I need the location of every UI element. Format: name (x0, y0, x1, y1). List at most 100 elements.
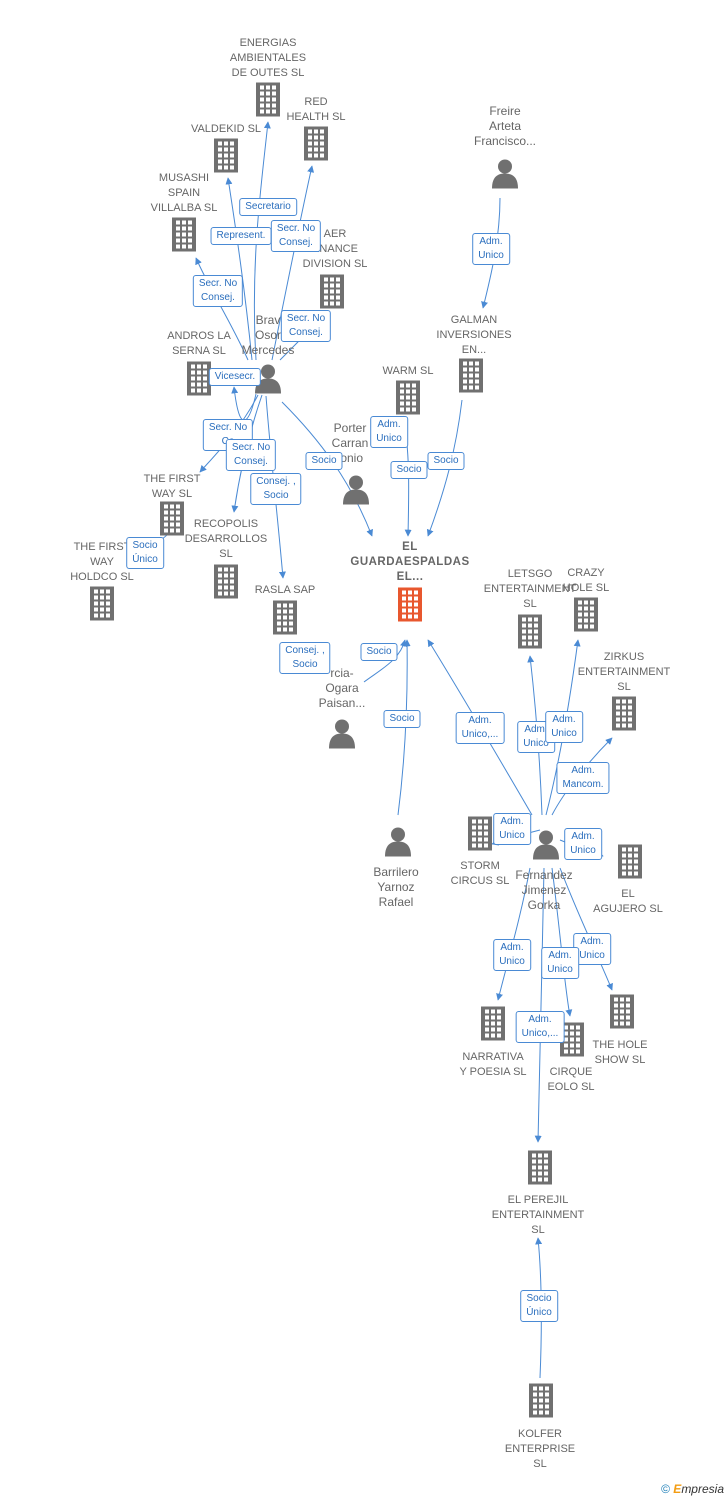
label-line: WAY SL (151, 488, 193, 500)
person-icon[interactable] (254, 364, 282, 399)
company-building-icon[interactable] (186, 361, 212, 401)
relationship-badge[interactable]: Consej. ,Socio (250, 473, 302, 505)
person-icon[interactable] (384, 827, 412, 862)
relationship-badge[interactable]: Vicesecr. (208, 368, 262, 386)
company-building-icon[interactable] (213, 138, 239, 178)
person-icon[interactable] (342, 475, 370, 510)
company-building-icon[interactable] (303, 126, 329, 166)
relationship-badge[interactable]: Adm.Unico (493, 939, 531, 971)
relationship-badge[interactable]: Adm.Unico (493, 813, 531, 845)
relationship-edge (496, 867, 531, 1001)
company-name-label[interactable]: WARM SL (383, 364, 434, 379)
label-line: ENTERTAINMENT (483, 583, 577, 595)
main-company-building-icon[interactable] (397, 587, 423, 627)
relationship-badge[interactable]: Socio (383, 710, 421, 728)
badge-line: Secr. No (208, 422, 248, 433)
relationship-badge[interactable]: Socio (390, 461, 428, 479)
relationship-badge[interactable]: Adm.Unico (370, 416, 408, 448)
company-building-icon[interactable] (159, 501, 185, 541)
relationship-badge[interactable]: Socio (427, 452, 465, 470)
relationship-badge[interactable]: Adm.Unico (541, 947, 579, 979)
label-line: Francisco... (473, 134, 537, 148)
company-building-icon[interactable] (480, 1006, 506, 1046)
company-building-icon[interactable] (611, 696, 637, 736)
relationship-badge[interactable]: Adm.Mancom. (556, 762, 610, 794)
label-line: THE FIRST (143, 473, 201, 485)
relationship-badge[interactable]: Adm.Unico,... (515, 1011, 565, 1043)
person-icon[interactable] (532, 830, 560, 865)
relationship-badge[interactable]: Secretario (239, 198, 297, 216)
company-building-icon[interactable] (255, 82, 281, 122)
company-building-icon[interactable] (171, 217, 197, 257)
relationship-badge[interactable]: Adm.Unico (573, 933, 611, 965)
relationship-badge[interactable]: Adm.Unico (545, 711, 583, 743)
label-line: GALMAN (450, 314, 498, 326)
relationship-badge[interactable]: Adm.Unico (564, 828, 602, 860)
label-line: THE FIRST (73, 541, 131, 553)
relationship-badge[interactable]: Adm.Unico (472, 233, 510, 265)
company-building-icon[interactable] (395, 380, 421, 420)
company-building-icon[interactable] (319, 274, 345, 314)
label-line: Freire (489, 104, 521, 118)
badge-line: Adm. (548, 950, 572, 961)
copyright-symbol: © (661, 1482, 670, 1496)
relationship-badge[interactable]: Socio (360, 643, 398, 661)
company-building-icon[interactable] (573, 597, 599, 637)
relationship-badge[interactable]: Represent. (210, 227, 272, 245)
relationship-badge[interactable]: Adm.Unico,... (455, 712, 505, 744)
company-building-icon[interactable] (528, 1383, 554, 1423)
company-building-icon[interactable] (609, 994, 635, 1034)
company-building-icon[interactable] (272, 600, 298, 640)
relationship-badge[interactable]: Socio (305, 452, 343, 470)
company-building-icon[interactable] (527, 1150, 553, 1190)
badge-line: Unico (376, 433, 402, 444)
company-name-label[interactable]: RASLA SAP (255, 583, 316, 598)
label-line: SPAIN (167, 187, 201, 199)
company-building-icon[interactable] (458, 358, 484, 398)
label-line: VILLALBA SL (150, 202, 218, 214)
person-icon[interactable] (491, 159, 519, 194)
company-building-icon[interactable] (89, 586, 115, 626)
company-name-label[interactable]: VALDEKID SL (191, 122, 261, 137)
company-building-icon[interactable] (617, 844, 643, 884)
company-name-label[interactable]: THE FIRST WAY SL (144, 472, 201, 502)
person-icon[interactable] (328, 719, 356, 754)
company-building-icon[interactable] (517, 614, 543, 654)
label-line: Jimenez (521, 883, 567, 897)
company-building-icon[interactable] (213, 564, 239, 604)
relationship-badge[interactable]: Consej. ,Socio (279, 642, 331, 674)
company-building-icon[interactable] (467, 816, 493, 856)
badge-line: Unico (499, 956, 525, 967)
